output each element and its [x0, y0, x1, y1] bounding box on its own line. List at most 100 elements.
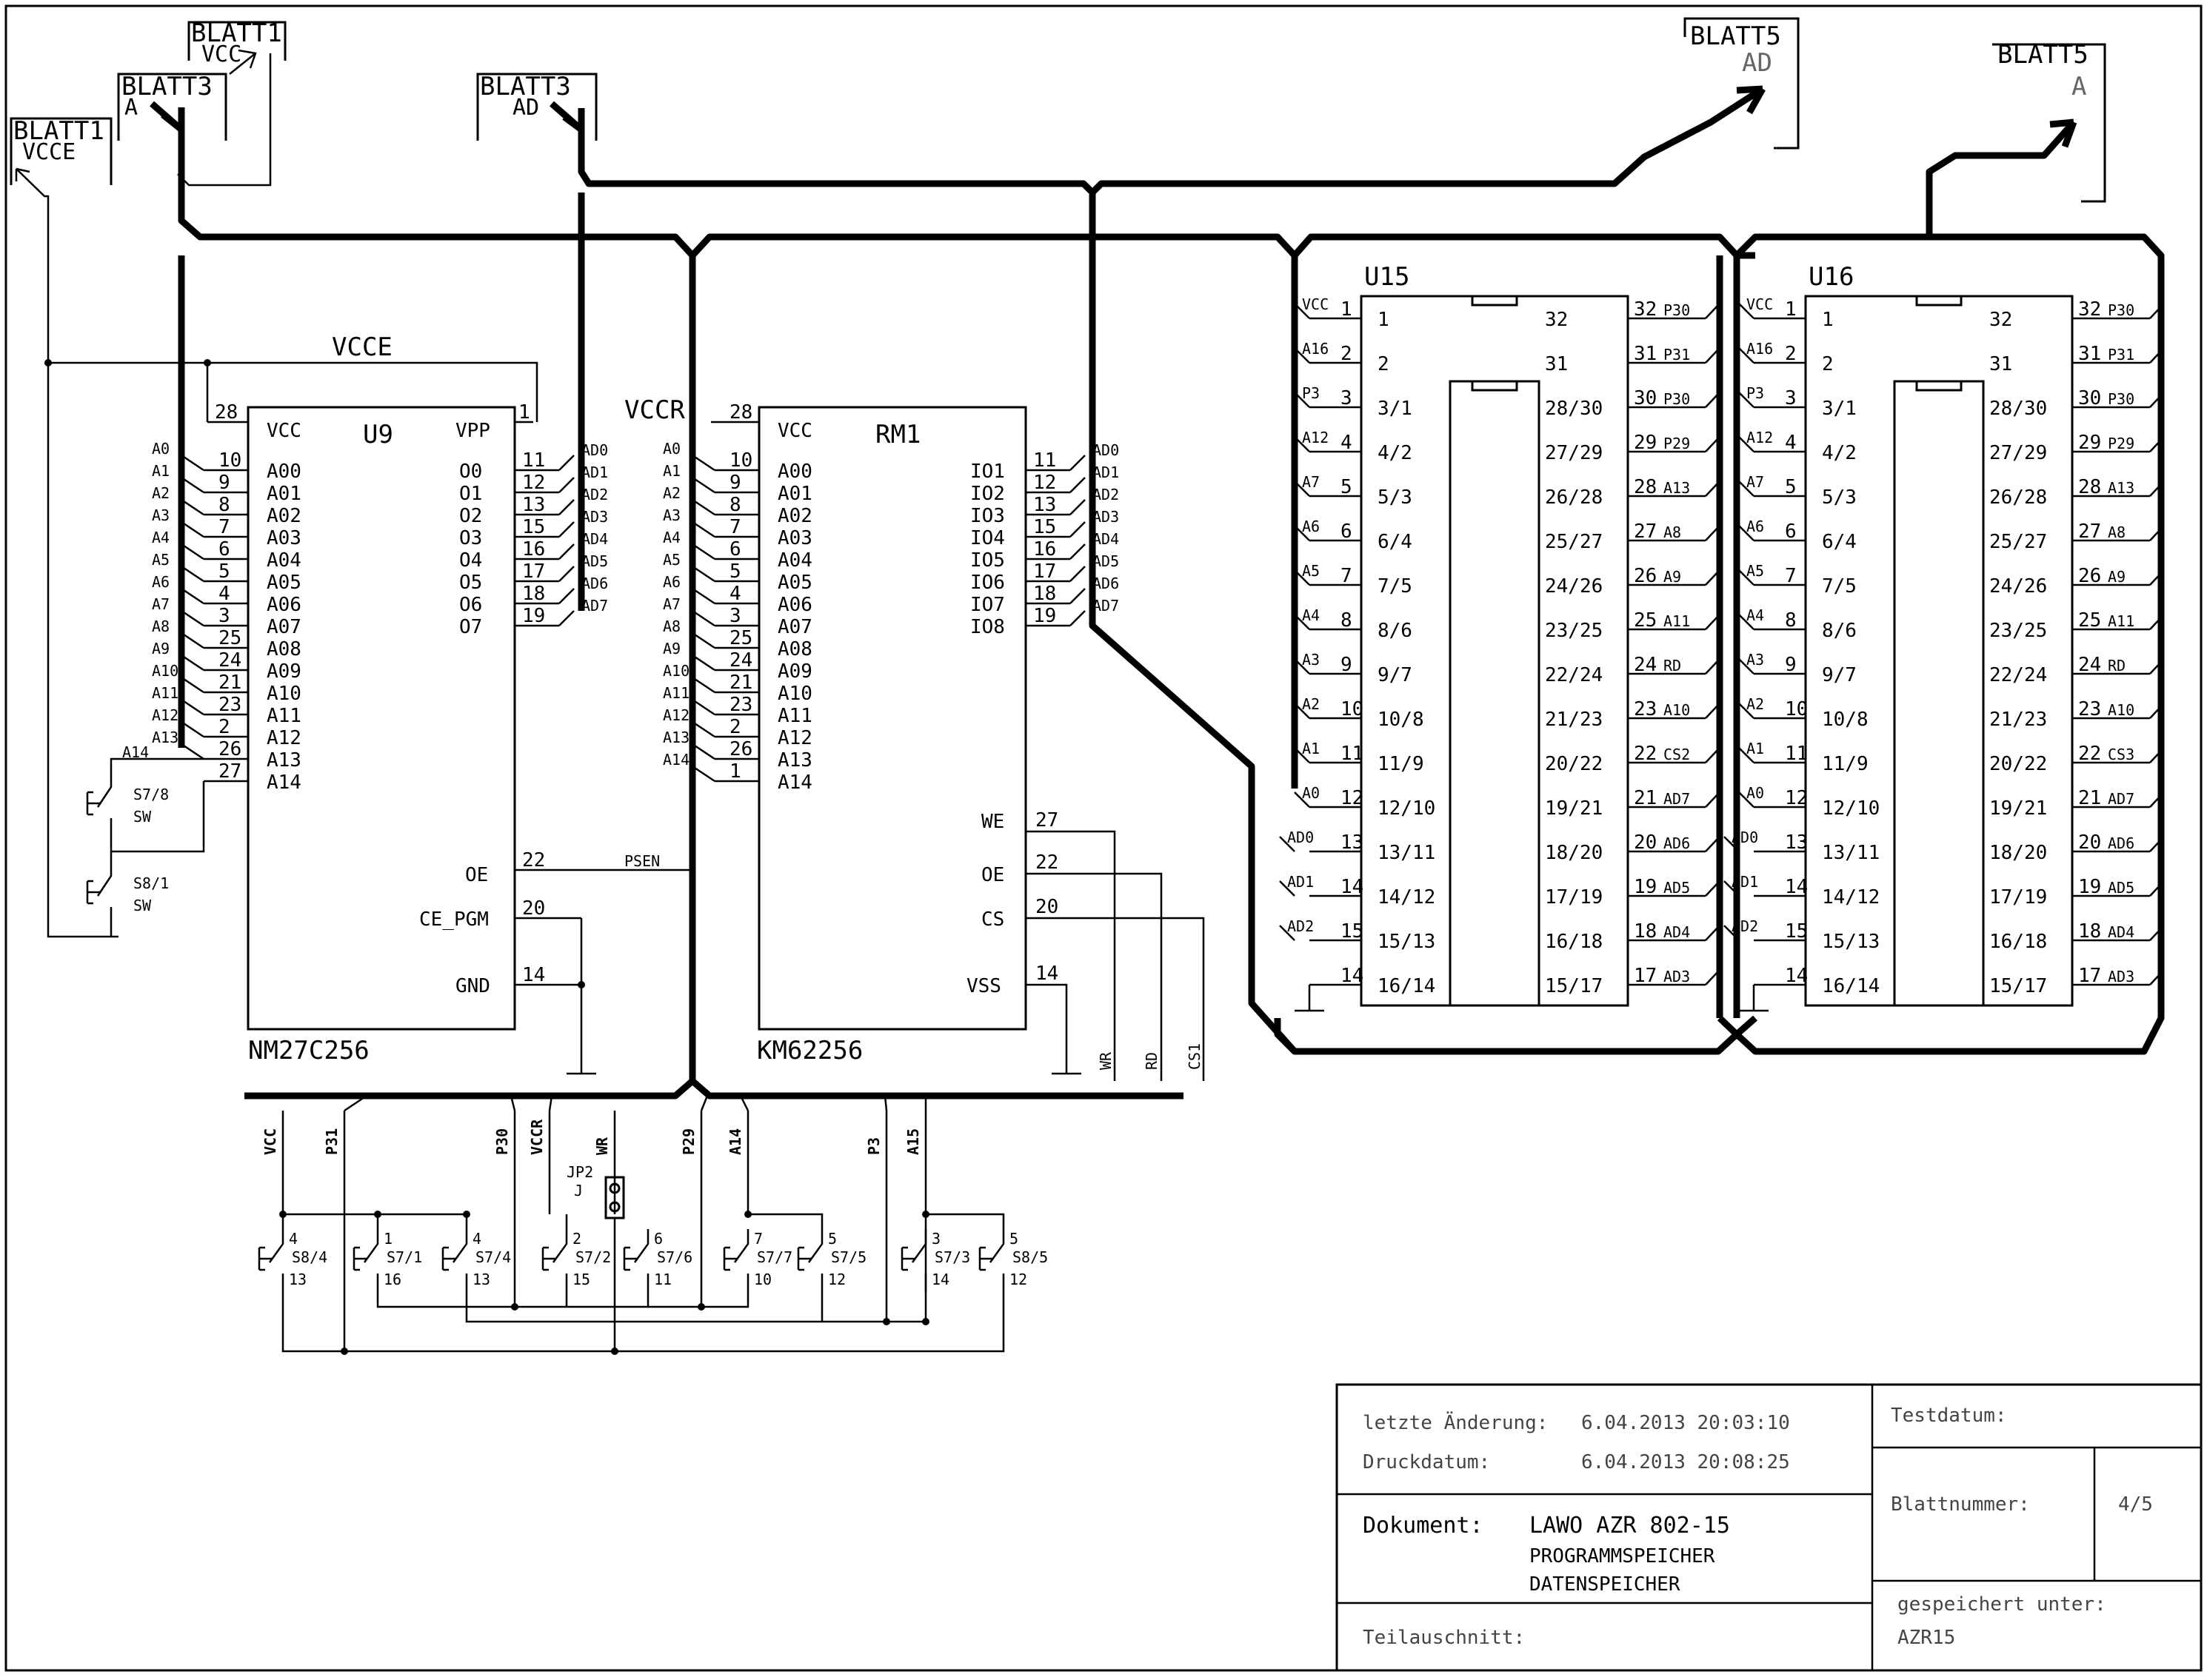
switch-pin: 12	[1009, 1271, 1027, 1288]
svg-text:OE: OE	[981, 864, 1004, 886]
signal-label: AD3	[2108, 968, 2134, 985]
switch-contact	[911, 1229, 927, 1292]
bus-entry	[558, 477, 575, 493]
svg-text:6.04.2013 20:03:10: 6.04.2013 20:03:10	[1581, 1412, 1790, 1434]
switch-actuator	[541, 1246, 555, 1271]
switch-wire	[283, 1213, 1005, 1229]
bus-entry	[1738, 569, 1754, 586]
pin-name: 26/28	[1989, 486, 2047, 509]
pin-number: 11	[1340, 743, 1363, 765]
signal-label: AD7	[2108, 790, 2134, 808]
svg-text:Blattnummer:: Blattnummer:	[1891, 1493, 2030, 1516]
pin-number: 18	[1033, 583, 1056, 605]
bus-entry	[692, 720, 715, 738]
pin-name: 7/5	[1822, 575, 1857, 598]
bus-entry	[1294, 392, 1310, 408]
bus-entry	[1738, 747, 1754, 763]
bottom-net-label: VCCR	[528, 1119, 546, 1155]
pin-name: IO2	[970, 483, 1005, 505]
signal-label: A13	[2108, 479, 2134, 497]
bus-entry	[181, 676, 204, 694]
bus-entry	[181, 720, 204, 738]
signal-label: A10	[2108, 701, 2134, 719]
signal-label: A6	[1746, 518, 1764, 535]
bus-entry	[692, 654, 715, 672]
bus-entry	[1294, 747, 1310, 763]
pin-number: 5	[1785, 476, 1797, 498]
pin-number: 18	[522, 583, 545, 605]
pin-number: 21	[218, 672, 241, 694]
bus-entry	[558, 566, 575, 582]
pin-number: 15	[1033, 516, 1056, 538]
signal-label: A3	[1302, 651, 1320, 669]
switch-contact	[552, 1229, 568, 1292]
signal-label: A0	[1746, 784, 1764, 802]
pin-name: A08	[267, 638, 301, 660]
pin-number: 26	[218, 738, 241, 760]
bus-entry	[1705, 793, 1719, 808]
pin-name: IO8	[970, 616, 1005, 638]
switch-actuator	[86, 791, 100, 816]
bus-entry	[2149, 526, 2163, 541]
bus-entry	[1738, 525, 1754, 541]
switch-wire	[885, 1214, 927, 1322]
bottom-net-label: A15	[904, 1128, 922, 1155]
signal-label: A12	[1746, 429, 1773, 446]
signal-label: A2	[663, 484, 681, 502]
pin-name: O1	[459, 483, 482, 505]
signal-label: A16	[1302, 340, 1329, 358]
switch-pin: 12	[828, 1271, 846, 1288]
signal-label: P30	[2108, 301, 2134, 319]
bus-entry	[2149, 304, 2163, 319]
switch-wire	[343, 1214, 703, 1351]
pin-name: 20/22	[1545, 753, 1603, 775]
pin-number: 5	[729, 560, 741, 583]
sheet-border	[4, 4, 2203, 1672]
bus-entry	[2149, 749, 2163, 763]
bus-entry	[181, 454, 204, 472]
bus-entry	[558, 499, 575, 515]
svg-text:BLATT5: BLATT5	[1997, 40, 2089, 70]
bus-entry	[1705, 660, 1719, 675]
bus-entry	[700, 1095, 709, 1111]
svg-text:BLATT1: BLATT1	[191, 19, 282, 48]
signal-label: A5	[152, 551, 170, 569]
bus-entry	[1738, 614, 1754, 630]
signal-label: A12	[152, 706, 178, 724]
signal-label: A13	[1663, 479, 1690, 497]
signal-label: A1	[152, 462, 170, 480]
pin-name: O3	[459, 527, 482, 549]
pin-name: 1	[1378, 309, 1389, 331]
signal-label: AD7	[1092, 597, 1119, 615]
bus-entry	[2149, 615, 2163, 630]
pin-name: A10	[778, 683, 812, 705]
pin-number: 14	[1340, 876, 1363, 898]
junction	[744, 1211, 752, 1218]
pin-number: 3	[218, 605, 230, 627]
bus-entry	[1294, 436, 1310, 452]
switch-pin: 4	[473, 1230, 481, 1248]
pin-name: 16/18	[1545, 931, 1603, 953]
pin-name: A05	[778, 572, 812, 594]
switch-contact	[268, 1229, 284, 1292]
svg-text:AD: AD	[1742, 48, 1772, 78]
pin-number: 25	[729, 627, 752, 649]
bus-entry	[1705, 926, 1719, 941]
signal-label: AD3	[1092, 508, 1119, 526]
pin-number: 24	[2078, 654, 2101, 676]
svg-text:VCC: VCC	[267, 420, 301, 442]
switch-pin: 13	[289, 1271, 307, 1288]
svg-text:4/5: 4/5	[2118, 1493, 2153, 1516]
switch-label: S7/7	[757, 1248, 792, 1266]
bus-entry	[558, 610, 575, 626]
pin-name: 13/11	[1822, 842, 1880, 864]
pin-name: 17/19	[1989, 886, 2047, 908]
bus-entry	[558, 455, 575, 471]
pin-name: 16/14	[1378, 975, 1435, 997]
pin-name: 6/4	[1378, 531, 1412, 553]
switch-contact	[96, 859, 113, 926]
net-vcce: VCCE	[44, 332, 538, 422]
junction	[883, 1318, 890, 1325]
signal-label: A1	[1302, 740, 1320, 757]
bus-entry	[1294, 525, 1310, 541]
